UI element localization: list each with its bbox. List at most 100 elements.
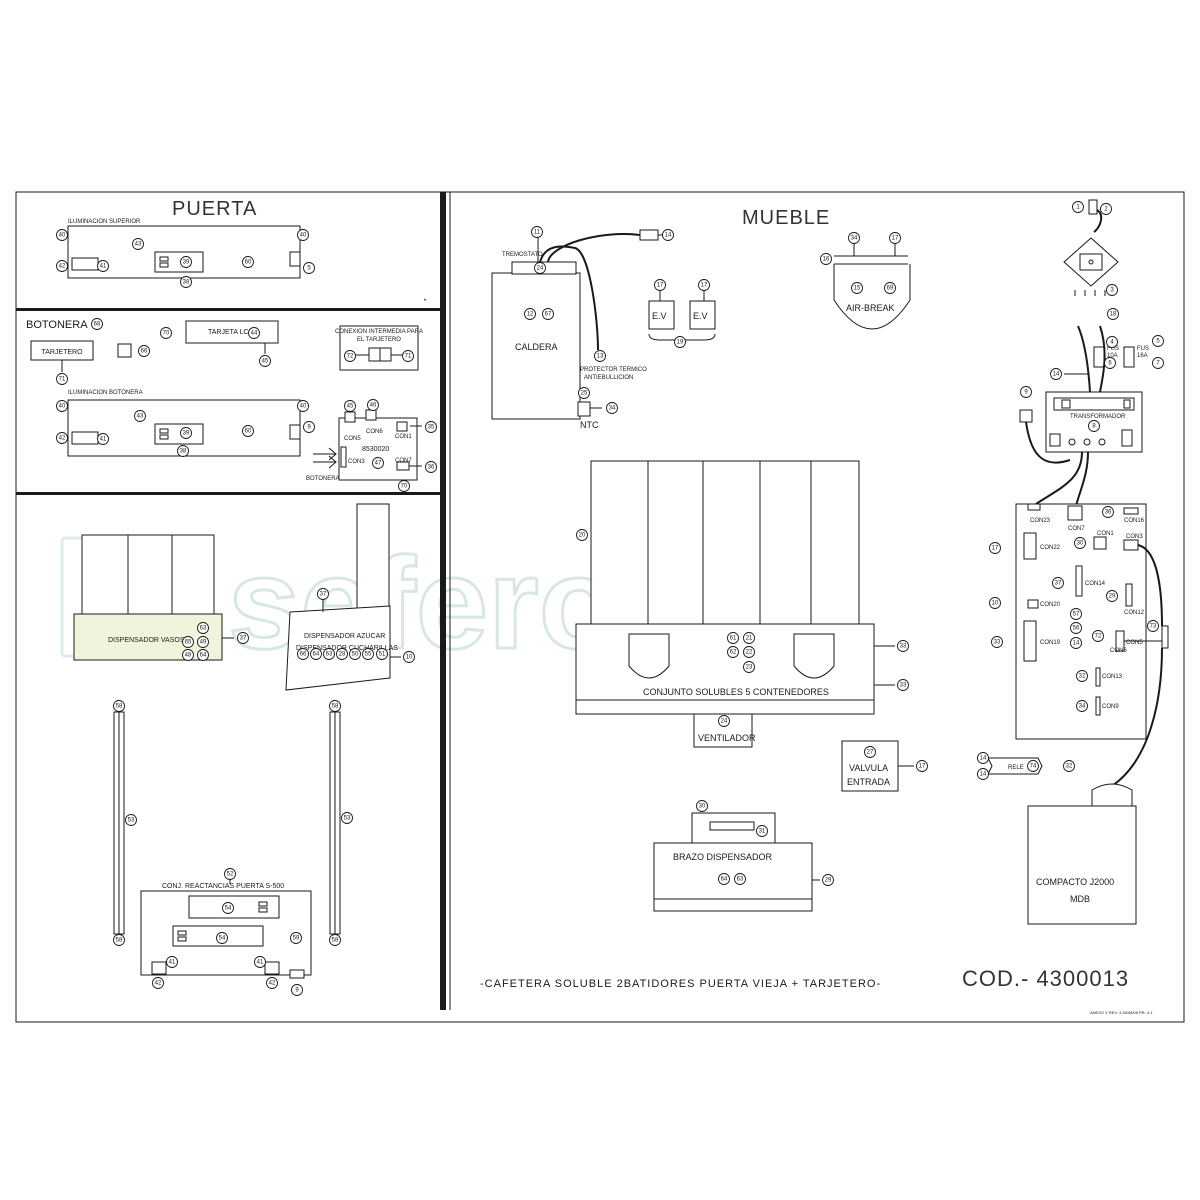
ref-bubble-number: 31 (759, 828, 766, 834)
ref-bubble-vasos: 63 (197, 622, 209, 634)
ref-bubble-number: 29 (825, 877, 832, 883)
ref-bubble-number: 53 (128, 817, 135, 823)
ref-bubble-number: 72 (1095, 633, 1102, 639)
ref-bubble-brazo: 30 (696, 800, 708, 812)
ref-bubble-solubles: 62 (727, 646, 739, 658)
main-board: CON23 CON7 CON16 CON1 CON3 CON22 CON14 C… (1015, 503, 1169, 787)
label-con6: CON6 (366, 429, 383, 435)
ref-bubble-number: 49 (200, 639, 207, 645)
ref-bubble-air_break: 34 (848, 232, 860, 244)
ref-bubble-number: 7 (1156, 360, 1160, 366)
ref-bubble-board: 35 (425, 421, 437, 433)
ref-bubble-number: 67 (545, 311, 552, 317)
ref-bubble-number: 61 (730, 635, 737, 641)
ref-bubble-board_main: 56 (1070, 622, 1082, 634)
ref-bubble-number: 58 (332, 703, 339, 709)
ref-bubble-ilum_superior: 5 (303, 262, 315, 274)
label-protector-1: PROTECTOR TERMICO (580, 367, 647, 373)
label-fus10-2: 10A (1107, 353, 1118, 359)
ref-bubble-number: 3 (1110, 287, 1114, 293)
conjunto-solubles: CONJUNTO SOLUBLES 5 CONTENEDORES VENTILA… (575, 460, 895, 748)
ref-bubble-number: 35 (428, 424, 435, 430)
ref-bubble-number: 65 (185, 639, 192, 645)
ref-bubble-number: 1 (1076, 204, 1080, 210)
sheet-frame (15, 191, 1185, 1023)
ref-bubble-number: 32 (1066, 763, 1073, 769)
label-dispensador-vasos: DISPENSADOR VASOS (108, 637, 185, 644)
dispensador-azucar: DISPENSADOR AZUCAR DISPENSADOR CUCHARILL… (285, 503, 401, 691)
label-conjunto-solubles: CONJUNTO SOLUBLES 5 CONTENEDORES (643, 687, 829, 697)
ref-bubble-botonera: 66 (138, 345, 150, 357)
ref-bubble-number: 62 (730, 649, 737, 655)
label-fus16-1: FUS (1137, 346, 1149, 352)
ref-bubble-number: 24 (537, 265, 544, 271)
label-con9: CON9 (1102, 704, 1119, 710)
ref-bubble-number: 41 (169, 959, 176, 965)
ref-bubble-power: 2 (1100, 203, 1112, 215)
label-con6-main: CON6 (1110, 648, 1127, 654)
ref-bubble-caldera: 25 (578, 387, 590, 399)
ref-bubble-number: 42 (155, 980, 162, 986)
ref-bubble-number: 33 (900, 643, 907, 649)
ref-bubble-power: 4 (1106, 336, 1118, 348)
label-con3-main: CON3 (1126, 534, 1143, 540)
label-con20: CON20 (1040, 602, 1061, 608)
ref-bubble-board: 46 (367, 399, 379, 411)
ref-bubble-rele: 14 (977, 768, 989, 780)
ref-bubble-number: 42 (269, 980, 276, 986)
ref-bubble-vasos: 48 (182, 649, 194, 661)
ref-bubble-number: 14 (665, 232, 672, 238)
ref-bubble-ilum_superior: 60 (242, 256, 254, 268)
label-protector-2: ANTIEBULLICION (584, 375, 633, 381)
label-con13: CON13 (1102, 674, 1123, 680)
ref-bubble-number: 37 (1055, 580, 1062, 586)
ref-bubble-number: 42 (59, 263, 66, 269)
ref-bubble-number: 21 (746, 635, 753, 641)
ref-bubble-brazo: 64 (718, 873, 730, 885)
ref-bubble-reactancias: 42 (152, 977, 164, 989)
ref-bubble-number: 29 (1109, 593, 1116, 599)
ref-bubble-reactancias: 54 (222, 902, 234, 914)
label-con3: CON3 (348, 459, 365, 465)
ref-bubble-number: 17 (892, 235, 899, 241)
ref-bubble-number: 64 (313, 651, 320, 657)
label-con14: CON14 (1085, 581, 1106, 587)
ref-bubble-ilum_superior: 42 (56, 260, 68, 272)
ref-bubble-board: 36 (425, 461, 437, 473)
title-puerta: PUERTA (172, 198, 257, 220)
ref-bubble-reactancias: 41 (254, 956, 266, 968)
ref-bubble-azucar: 64 (310, 648, 322, 660)
ref-bubble-caldera: 14 (662, 229, 674, 241)
valvula-entrada: VALVULA ENTRADA (841, 740, 914, 792)
ref-bubble-caldera: 11 (531, 226, 543, 238)
ref-bubble-number: 51 (379, 651, 386, 657)
ref-bubble-number: 30 (699, 803, 706, 809)
ref-bubble-number: 37 (320, 591, 327, 597)
ref-bubble-reactancias: 59 (290, 932, 302, 944)
ref-bubble-number: 28 (339, 651, 346, 657)
ref-bubble-botonera: 45 (259, 355, 271, 367)
ref-bubble-botonera: 71 (402, 350, 414, 362)
label-fus10-1: FUS (1107, 346, 1119, 352)
ref-bubble-caldera: 12 (524, 308, 536, 320)
ref-bubble-number: 58 (116, 703, 123, 709)
ref-bubble-ilum_superior: 40 (56, 229, 68, 241)
ref-bubble-power: 5 (1152, 335, 1164, 347)
ref-bubble-rele: 14 (977, 752, 989, 764)
ref-bubble-number: 66 (141, 348, 148, 354)
ref-bubble-number: 17 (701, 282, 708, 288)
label-ev-1: E.V (652, 311, 667, 321)
ref-bubble-ev: 17 (654, 279, 666, 291)
ref-bubble-reactancias: 58 (329, 700, 341, 712)
ref-bubble-number: 73 (1150, 623, 1157, 629)
ref-bubble-number: 70 (401, 483, 408, 489)
ref-bubble-board_main: 10 (989, 597, 1001, 609)
label-fus16-2: 16A (1137, 353, 1148, 359)
ref-bubble-board_main: 37 (1052, 577, 1064, 589)
label-ev-2: E.V (693, 311, 708, 321)
ref-bubble-number: 64 (721, 876, 728, 882)
ref-bubble-solubles: 20 (576, 529, 588, 541)
ref-bubble-number: 64 (200, 652, 207, 658)
ref-bubble-number: 9 (307, 424, 311, 430)
ref-bubble-number: 41 (100, 436, 107, 442)
